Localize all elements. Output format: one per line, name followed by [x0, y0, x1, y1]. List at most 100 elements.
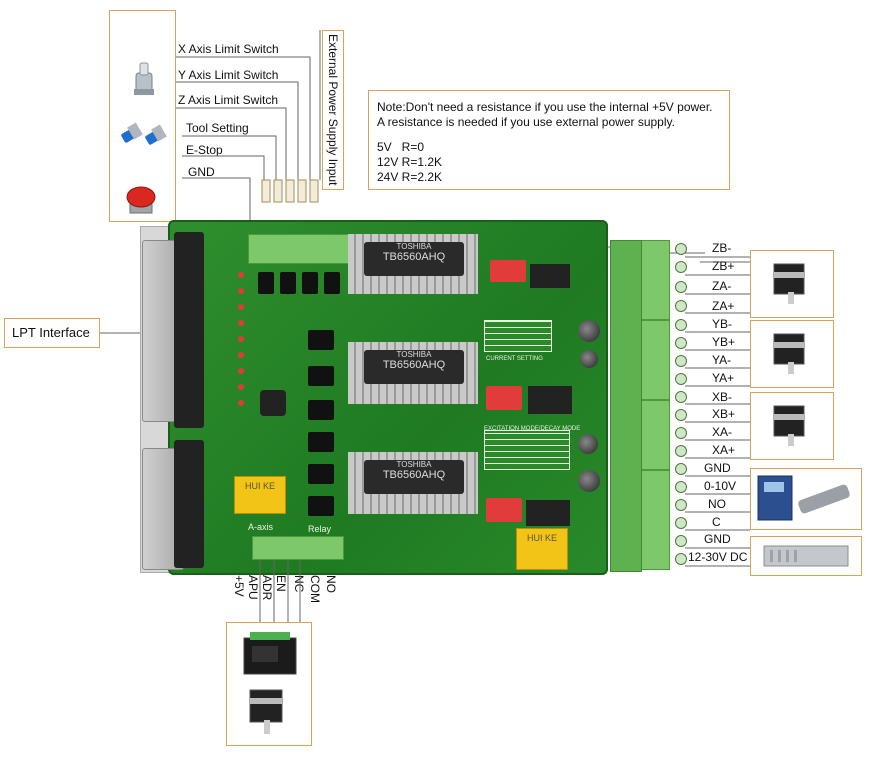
terminal-screw[interactable] [675, 261, 687, 273]
status-led [238, 352, 244, 358]
terminal-screw[interactable] [675, 517, 687, 529]
relay-board-label: Relay [308, 524, 332, 534]
current-setting-table [484, 320, 552, 352]
db25-housing-top [174, 232, 204, 428]
excitation-table [484, 430, 570, 470]
status-led [238, 368, 244, 374]
stepper-motor-box-x [750, 392, 834, 460]
status-led [238, 304, 244, 310]
optocoupler [302, 272, 318, 294]
optocoupler [258, 272, 274, 294]
lpt-interface-box [4, 318, 100, 348]
chip-brand: TOSHIBA [396, 242, 432, 251]
stepper-motor-icon [773, 405, 805, 446]
terminal-screw[interactable] [675, 535, 687, 547]
capacitor [578, 470, 600, 492]
note-line-2: A resistance is needed if you use extern… [377, 115, 675, 129]
bottom-terminal-block [252, 536, 344, 560]
status-led [238, 336, 244, 342]
yb-plus-label: YB+ [712, 335, 736, 349]
chip-model: TB6560AHQ [382, 359, 446, 371]
tool-setting-label: Tool Setting [186, 121, 249, 135]
xa-plus-label: XA+ [712, 443, 736, 457]
z-limit-label: Z Axis Limit Switch [178, 93, 279, 107]
terminal-screw[interactable] [675, 481, 687, 493]
c-output-label: C [712, 515, 721, 529]
y-limit-label: Y Axis Limit Switch [178, 68, 279, 82]
xa-minus-label: XA- [712, 425, 733, 439]
terminal-base [610, 240, 642, 572]
terminal-screw[interactable] [675, 445, 687, 457]
stepper-motor-icon [249, 689, 283, 734]
driver-chip-y: TOSHIBA TB6560AHQ [364, 350, 464, 384]
status-led [238, 400, 244, 406]
status-led [238, 272, 244, 278]
relay-bottom: HUI KE [516, 528, 568, 570]
zb-plus-label: ZB+ [712, 259, 735, 273]
zb-minus-label: ZB- [712, 241, 732, 255]
chip-brand: TOSHIBA [396, 460, 432, 469]
inductor [260, 390, 286, 416]
terminal-screw[interactable] [675, 391, 687, 403]
current-setting-label: CURRENT SETTING [486, 356, 543, 362]
terminal-screw[interactable] [675, 243, 687, 255]
terminal-screw[interactable] [675, 373, 687, 385]
status-led [238, 384, 244, 390]
emergency-stop-icon [126, 186, 156, 214]
optocoupler [280, 272, 296, 294]
terminal-screw[interactable] [675, 300, 687, 312]
lpt-interface-label: LPT Interface [12, 325, 90, 340]
terminal-screw[interactable] [675, 337, 687, 349]
dc-power-label: 12-30V DC [688, 550, 748, 564]
gnd-input-label: GND [188, 165, 215, 179]
note-r24: 24V R=2.2K [377, 170, 443, 184]
controller-board: HUI KE A-axis Relay TOSHIBA TB6560AHQ TO… [142, 220, 608, 575]
xb-plus-label: XB+ [712, 407, 736, 421]
power-supply-icon [763, 545, 849, 567]
analog-0-10v-label: 0-10V [704, 479, 737, 493]
driver-chip-z: TOSHIBA TB6560AHQ [364, 242, 464, 276]
capacitor [578, 434, 598, 454]
limit-switch-icon [134, 62, 154, 95]
sensor-picture-box [109, 10, 176, 222]
status-led [238, 320, 244, 326]
terminal-screw[interactable] [675, 281, 687, 293]
terminal-screw[interactable] [675, 409, 687, 421]
note-r5: 5V R=0 [377, 140, 425, 154]
dip-switch-x[interactable] [486, 498, 522, 522]
note-box: Note:Don't need a resistance if you use … [368, 90, 730, 190]
terminal-screw[interactable] [675, 355, 687, 367]
proximity-sensor-icon [121, 122, 167, 145]
db25-housing-bottom [174, 440, 204, 568]
za-plus-label: ZA+ [712, 299, 735, 313]
chip-model: TB6560AHQ [382, 469, 446, 481]
no-output-label: NO [708, 497, 726, 511]
external-power-box [322, 30, 344, 190]
terminal-screw[interactable] [675, 427, 687, 439]
xb-minus-label: XB- [712, 390, 733, 404]
optocoupler [308, 400, 334, 420]
stepper-driver-icon [243, 632, 297, 675]
za-minus-label: ZA- [712, 279, 732, 293]
terminal-screw[interactable] [675, 499, 687, 511]
estop-label: E-Stop [186, 143, 223, 157]
terminal-screw[interactable] [675, 463, 687, 475]
driver-chip-x: TOSHIBA TB6560AHQ [364, 460, 464, 494]
stepper-motor-icon [773, 263, 805, 304]
ya-minus-label: YA- [712, 353, 732, 367]
slide-switches-x[interactable] [526, 500, 570, 526]
gnd-power-label: GND [704, 532, 731, 546]
dip-switch-z[interactable] [490, 260, 526, 282]
relay-left: HUI KE [234, 476, 286, 514]
status-led [238, 288, 244, 294]
gnd-output-label: GND [704, 461, 731, 475]
slide-switches-y[interactable] [528, 386, 572, 414]
dip-switch-y[interactable] [486, 386, 522, 410]
vfd-spindle-icon [757, 475, 850, 521]
ya-plus-label: YA+ [712, 371, 735, 385]
a-axis-label: A-axis [248, 522, 274, 532]
slide-switches-z[interactable] [530, 264, 570, 288]
terminal-screw[interactable] [675, 553, 687, 565]
terminal-screw[interactable] [675, 319, 687, 331]
